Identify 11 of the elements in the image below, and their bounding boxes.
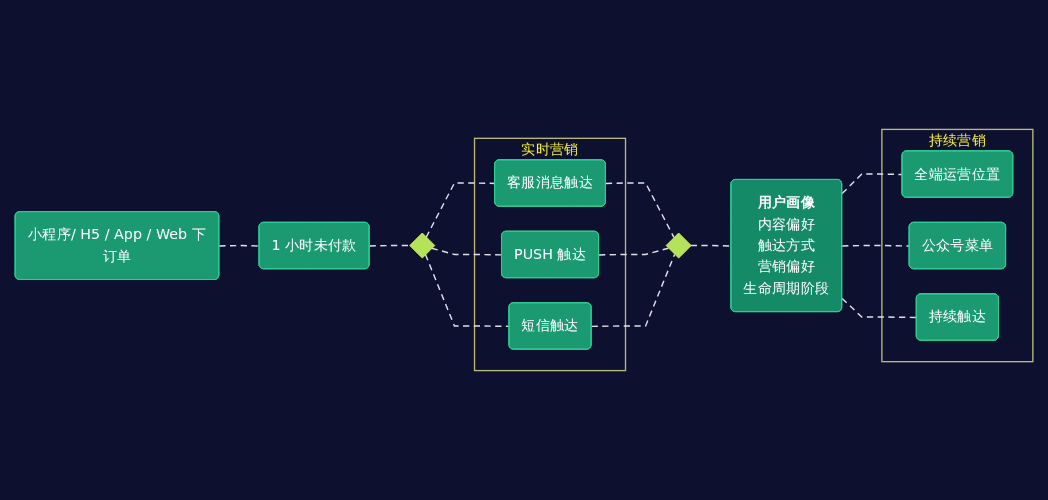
connector	[368, 244, 411, 247]
connector	[425, 182, 496, 239]
connector	[841, 244, 911, 247]
connector	[598, 247, 670, 256]
connector	[430, 247, 503, 256]
connector	[841, 297, 918, 319]
connector	[605, 182, 675, 239]
connector	[590, 253, 676, 328]
connector	[218, 244, 261, 247]
node-diamond	[409, 232, 436, 259]
node-diamond	[665, 232, 692, 259]
